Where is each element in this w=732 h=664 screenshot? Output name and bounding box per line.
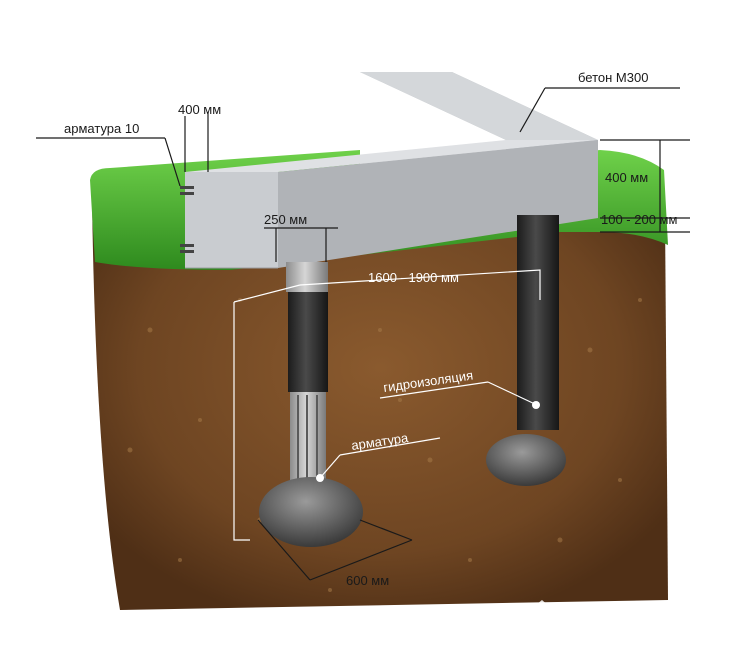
label-width-400: 400 мм bbox=[178, 102, 221, 117]
label-concrete: бетон М300 bbox=[578, 70, 648, 85]
label-base-diameter: 600 мм bbox=[346, 573, 389, 588]
watermark-line2: правильно bbox=[628, 613, 697, 629]
soil-texture bbox=[127, 298, 642, 592]
rebar-ends bbox=[180, 186, 194, 253]
watermark: Как правильно Сделать bbox=[515, 600, 697, 646]
pile-left bbox=[259, 262, 363, 547]
watermark-line3: Сделать bbox=[570, 629, 639, 646]
house-icon bbox=[515, 600, 569, 644]
label-height-400: 400 мм bbox=[605, 170, 648, 185]
label-gap: 100 - 200 мм bbox=[601, 212, 677, 227]
watermark-line1: Как bbox=[578, 604, 605, 621]
pile-right bbox=[486, 215, 566, 486]
pile-right-base bbox=[486, 434, 566, 486]
concrete-beam bbox=[185, 72, 598, 269]
dimension-lines bbox=[36, 87, 690, 581]
pile-left-base bbox=[259, 477, 363, 547]
label-pile-diameter: 250 мм bbox=[264, 212, 307, 227]
label-rebar-top: арматура 10 bbox=[64, 121, 139, 136]
depth-frame bbox=[233, 269, 541, 541]
label-depth: 1600 - 1900 мм bbox=[368, 270, 459, 285]
